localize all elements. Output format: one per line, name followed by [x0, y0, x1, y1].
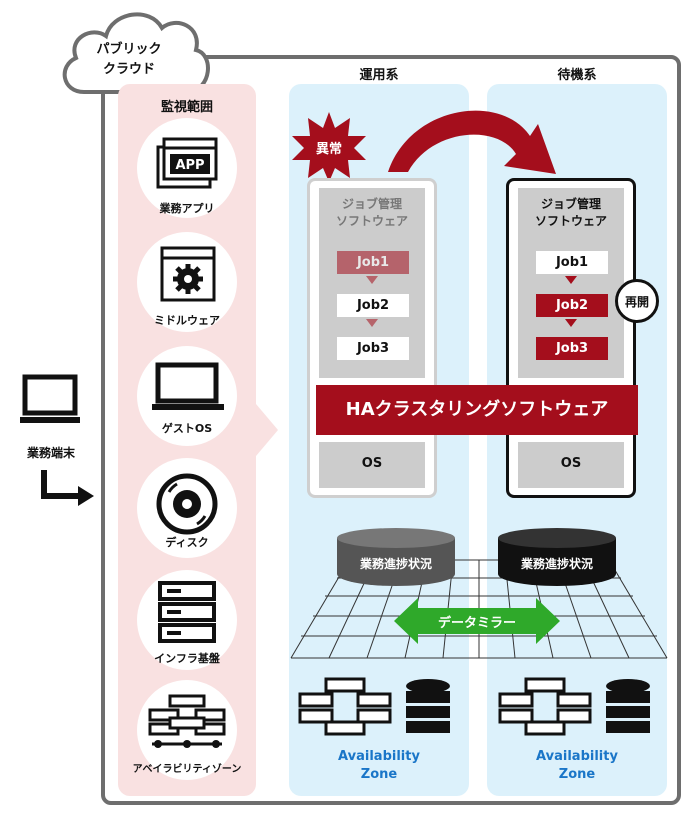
standby-os-panel: OS [518, 442, 624, 488]
server-rack-icon [158, 581, 216, 643]
monitor-item-guest-os: ゲストOS [161, 422, 213, 435]
standby-os-label: OS [560, 456, 582, 471]
active-job2: Job2 [337, 294, 409, 317]
monitor-item-middleware: ミドルウェア [154, 314, 220, 327]
laptop-icon [152, 362, 224, 410]
monitor-item-app: 業務アプリ [159, 202, 215, 215]
error-badge-label: 異常 [315, 142, 342, 157]
terminal-laptop-icon [20, 374, 80, 423]
active-software-title: ジョブ管理 ソフトウェア [335, 197, 408, 228]
standby-job2: Job2 [536, 294, 608, 317]
terminal-label: 業務端末 [26, 446, 75, 460]
active-arrow-2 [366, 319, 378, 327]
active-server: ジョブ管理 ソフトウェア Job1 Job2 Job3 OS [307, 178, 437, 498]
standby-az-label: Availability Zone [536, 749, 618, 782]
active-infra-icon [298, 677, 450, 736]
active-az-label: Availability Zone [338, 749, 420, 782]
monitor-item-disk: ディスク [165, 536, 209, 549]
active-os-panel: OS [319, 442, 425, 488]
monitor-scope-arrow [256, 404, 278, 456]
monitor-item-az: アベイラビリティゾーン [132, 764, 242, 775]
active-db-label: 業務進捗状況 [359, 557, 432, 571]
app-window-icon: APP [156, 137, 218, 189]
resume-badge [615, 279, 659, 323]
standby-arrow-1 [565, 276, 577, 284]
active-os-label: OS [361, 456, 383, 471]
monitor-item-infra: インフラ基盤 [154, 652, 220, 665]
standby-software-title: ジョブ管理 ソフトウェア [534, 197, 607, 228]
standby-title: 待機系 [557, 68, 597, 83]
active-job-panel: ジョブ管理 ソフトウェア Job1 Job2 Job3 [319, 188, 425, 378]
ha-clustering-bar: HAクラスタリングソフトウェア [316, 385, 638, 435]
standby-db-label: 業務進捗状況 [520, 557, 593, 571]
standby-job-panel: ジョブ管理 ソフトウェア Job1 Job2 Job3 [518, 188, 624, 378]
active-title: 運用系 [359, 68, 399, 83]
active-db-icon [337, 528, 455, 586]
standby-job1: Job1 [536, 251, 608, 274]
standby-arrow-2 [565, 319, 577, 327]
data-mirror-arrow-icon [394, 598, 560, 644]
standby-server: ジョブ管理 ソフトウェア Job1 Job2 Job3 OS [506, 178, 636, 498]
active-arrow-1 [366, 276, 378, 284]
disk-icon [156, 473, 218, 535]
network-servers-icon [148, 694, 226, 748]
app-icon-text: APP [175, 158, 204, 173]
active-job3: Job3 [337, 337, 409, 360]
active-job1: Job1 [337, 251, 409, 274]
standby-db-icon [498, 528, 616, 586]
failover-arrow-icon [388, 110, 556, 174]
cloud-label: パブリック クラウド [96, 42, 162, 77]
data-mirror-label: データミラー [437, 616, 516, 631]
error-burst-icon [292, 112, 366, 182]
terminal-arrow-icon [41, 470, 94, 506]
resume-label: 再開 [624, 295, 649, 309]
middleware-gear-icon [160, 246, 216, 302]
cloud-frame [101, 55, 681, 805]
standby-job3: Job3 [536, 337, 608, 360]
cloud-icon [62, 12, 210, 94]
monitor-title: 監視範囲 [160, 100, 213, 115]
standby-infra-icon [498, 677, 650, 736]
